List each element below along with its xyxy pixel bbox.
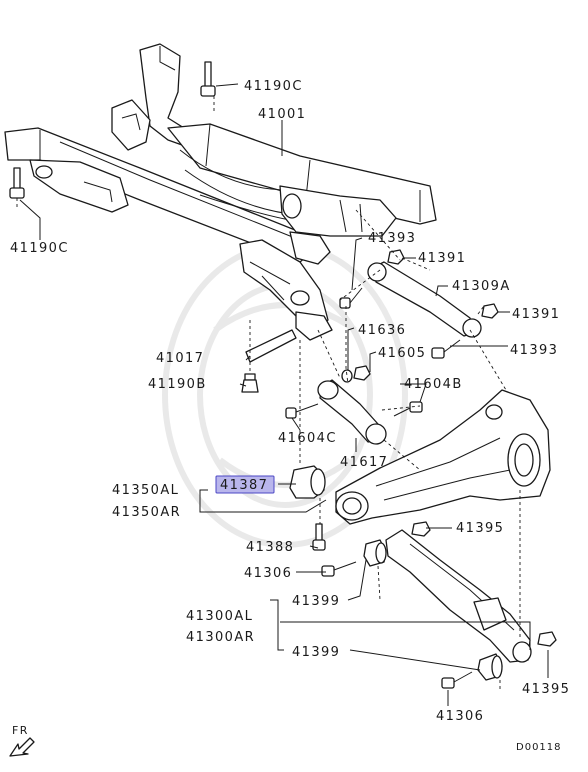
bolt-41604c[interactable] bbox=[285, 403, 319, 419]
front-direction-indicator: FR bbox=[9, 724, 35, 757]
lower-arm-41300[interactable] bbox=[385, 529, 532, 663]
label-41395-bottom[interactable]: 41395 bbox=[522, 682, 570, 697]
label-41636[interactable]: 41636 bbox=[358, 323, 406, 338]
label-41017[interactable]: 41017 bbox=[156, 351, 204, 366]
label-41190c-top[interactable]: 41190C bbox=[244, 79, 303, 94]
bushing-41399-upper[interactable] bbox=[363, 539, 387, 567]
bolt-41393-top[interactable] bbox=[339, 287, 363, 309]
nut-41391-top[interactable] bbox=[387, 249, 405, 265]
label-41306-mid[interactable]: 41306 bbox=[244, 566, 292, 581]
bolt-41306-bottom[interactable] bbox=[441, 671, 473, 689]
label-41300ar[interactable]: 41300AR bbox=[186, 630, 255, 645]
bushing-41399-lower[interactable] bbox=[477, 653, 503, 681]
bolt-41604b[interactable] bbox=[393, 401, 423, 417]
nut-41395-mid[interactable] bbox=[411, 521, 431, 537]
nut-41391-right[interactable] bbox=[481, 303, 499, 319]
trailing-arm-41350[interactable] bbox=[335, 389, 551, 525]
label-41190b[interactable]: 41190B bbox=[148, 377, 207, 392]
label-41391-top[interactable]: 41391 bbox=[418, 251, 466, 266]
bolt-41306-mid[interactable] bbox=[321, 561, 357, 577]
label-41300al[interactable]: 41300AL bbox=[186, 609, 253, 624]
upper-link-41309a[interactable] bbox=[367, 261, 482, 338]
bushing-41387[interactable] bbox=[289, 465, 326, 499]
nut-41605[interactable] bbox=[353, 365, 371, 381]
label-41617[interactable]: 41617 bbox=[340, 455, 388, 470]
label-41399-bottom[interactable]: 41399 bbox=[292, 645, 340, 660]
label-41393-top[interactable]: 41393 bbox=[368, 231, 416, 246]
diagram-id: D00118 bbox=[516, 742, 562, 753]
crossmember-41001[interactable] bbox=[4, 43, 437, 341]
assembly-lines bbox=[16, 96, 521, 690]
label-41388[interactable]: 41388 bbox=[246, 540, 294, 555]
label-41350al[interactable]: 41350AL bbox=[112, 483, 179, 498]
bolt-41190c-top[interactable] bbox=[200, 61, 216, 97]
label-41001[interactable]: 41001 bbox=[258, 107, 306, 122]
label-41604b[interactable]: 41604B bbox=[404, 377, 463, 392]
label-41393-right[interactable]: 41393 bbox=[510, 343, 558, 358]
label-41391-right[interactable]: 41391 bbox=[512, 307, 560, 322]
bolt-41190c-left[interactable] bbox=[9, 167, 25, 199]
label-41604c[interactable]: 41604C bbox=[278, 431, 337, 446]
nut-41395-bottom[interactable] bbox=[537, 631, 557, 647]
toe-link-41617[interactable] bbox=[317, 379, 387, 445]
part-labels: 41190C 41001 41190C 41393 41391 41309A 4… bbox=[10, 79, 570, 724]
label-41387[interactable]: 41387 bbox=[220, 478, 268, 493]
label-41399-top[interactable]: 41399 bbox=[292, 594, 340, 609]
label-41350ar[interactable]: 41350AR bbox=[112, 505, 181, 520]
label-41309a[interactable]: 41309A bbox=[452, 279, 511, 294]
highlight-box-41387[interactable] bbox=[215, 475, 275, 494]
bolt-41393-right[interactable] bbox=[431, 339, 461, 359]
front-arrow-icon bbox=[9, 737, 35, 757]
label-41605[interactable]: 41605 bbox=[378, 346, 426, 361]
bolt-41190b[interactable] bbox=[241, 373, 259, 393]
label-41395-mid[interactable]: 41395 bbox=[456, 521, 504, 536]
washer-41636[interactable] bbox=[341, 369, 353, 383]
fr-label: FR bbox=[12, 724, 29, 737]
label-41306-bottom[interactable]: 41306 bbox=[436, 709, 484, 724]
stay-41017[interactable] bbox=[245, 329, 297, 363]
leader-lines bbox=[19, 83, 549, 706]
label-41190c-left[interactable]: 41190C bbox=[10, 241, 69, 256]
